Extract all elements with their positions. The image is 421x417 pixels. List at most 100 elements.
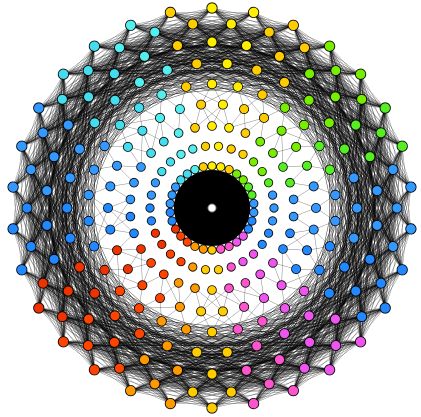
- vertex: [112, 245, 123, 256]
- vertex: [241, 364, 252, 376]
- vertex: [82, 65, 94, 76]
- vertex: [7, 181, 19, 193]
- vertex: [396, 140, 408, 152]
- vertex: [221, 58, 233, 70]
- vertex: [173, 128, 184, 138]
- vertex: [149, 378, 161, 390]
- vertex: [198, 162, 208, 172]
- vertex: [308, 181, 319, 192]
- vertex: [278, 244, 288, 254]
- vertex: [88, 40, 101, 52]
- vertex: [379, 102, 391, 114]
- vertex: [182, 237, 192, 247]
- vertex: [156, 89, 167, 100]
- vertex: [276, 125, 287, 136]
- vertex: [164, 397, 176, 410]
- vertex: [288, 211, 299, 222]
- vertex: [109, 310, 121, 322]
- vertex: [114, 119, 126, 131]
- vertex: [200, 265, 211, 275]
- vertex: [267, 190, 278, 200]
- vertex: [301, 160, 312, 171]
- vertex: [196, 306, 207, 317]
- vertex: [82, 340, 94, 351]
- vertex: [174, 104, 185, 115]
- vertex: [122, 264, 133, 275]
- vertex: [146, 190, 156, 200]
- vertex: [391, 202, 403, 214]
- vertex: [375, 277, 387, 289]
- vertex: [323, 364, 336, 376]
- vertex: [88, 241, 100, 252]
- vertex: [83, 91, 94, 103]
- vertex: [314, 140, 325, 152]
- vertex: [232, 237, 242, 247]
- vertex: [247, 190, 257, 200]
- vertex: [207, 245, 217, 255]
- vertex: [251, 340, 263, 352]
- vertex: [243, 224, 253, 234]
- vertex: [191, 58, 203, 70]
- vertex: [64, 172, 76, 184]
- vertex: [263, 378, 275, 390]
- vertex: [74, 261, 85, 273]
- vertex: [350, 119, 362, 131]
- vertex: [133, 102, 145, 113]
- vertex: [263, 26, 275, 38]
- vertex: [287, 385, 299, 397]
- vertex: [109, 336, 120, 348]
- vertex: [330, 65, 342, 76]
- vertex: [329, 91, 341, 103]
- vertex: [405, 223, 417, 235]
- vertex: [268, 258, 278, 268]
- vertex: [278, 162, 288, 172]
- vertex: [57, 68, 70, 80]
- vertex: [173, 278, 184, 288]
- vertex: [105, 224, 116, 235]
- vertex: [232, 169, 242, 179]
- vertex: [112, 160, 123, 171]
- vertex: [182, 169, 192, 179]
- vertex: [174, 301, 185, 312]
- vertex: [149, 26, 161, 38]
- vertex: [114, 285, 126, 297]
- vertex: [324, 164, 336, 175]
- vertex-layer: [7, 2, 417, 414]
- vertex: [83, 313, 94, 325]
- vertex: [354, 336, 367, 348]
- vertex: [248, 157, 259, 167]
- vertex: [171, 182, 181, 192]
- vertex: [134, 77, 145, 88]
- vertex: [238, 257, 248, 267]
- vertex: [405, 181, 417, 193]
- vertex: [364, 151, 376, 163]
- vertex: [364, 253, 376, 265]
- vertex: [224, 283, 234, 294]
- vertex: [114, 42, 125, 54]
- vertex: [83, 215, 94, 227]
- vertex: [154, 293, 165, 304]
- vertex: [134, 328, 145, 340]
- vertex: [323, 40, 336, 52]
- vertex: [238, 175, 248, 185]
- vertex: [157, 239, 167, 249]
- vertex: [187, 386, 199, 398]
- vertex: [257, 89, 268, 100]
- vertex: [243, 182, 253, 192]
- vertex: [267, 216, 278, 226]
- vertex: [171, 224, 181, 234]
- vertex: [206, 402, 218, 414]
- vertex: [330, 215, 341, 227]
- vertex: [276, 280, 287, 291]
- vertex: [167, 190, 177, 200]
- vertex: [125, 211, 136, 222]
- vertex: [304, 68, 316, 80]
- vertex: [216, 162, 226, 172]
- vertex: [279, 328, 290, 340]
- vertex: [41, 219, 53, 231]
- vertex: [263, 178, 274, 188]
- vertex: [279, 303, 291, 314]
- vertex: [371, 219, 383, 231]
